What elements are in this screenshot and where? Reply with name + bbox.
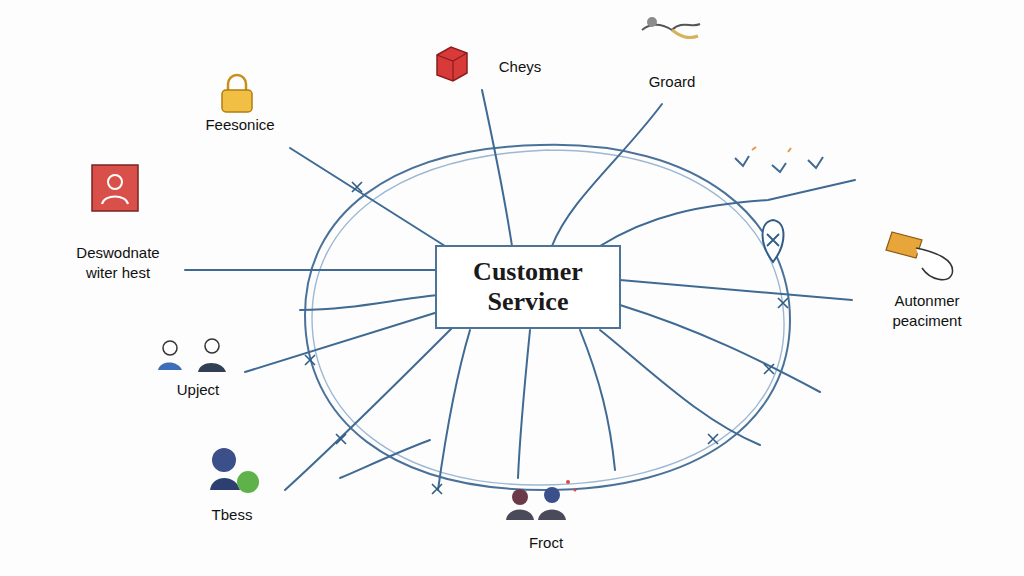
spokes xyxy=(185,90,855,490)
cube-icon xyxy=(437,47,467,81)
outer-ellipse xyxy=(305,145,790,490)
spoke xyxy=(620,305,820,392)
spoke xyxy=(600,180,855,246)
spoke xyxy=(600,330,760,445)
cross-mark xyxy=(336,434,346,444)
team-icon xyxy=(210,448,259,493)
process-box: Customer Service xyxy=(435,245,621,329)
spoke xyxy=(185,269,438,271)
spoke xyxy=(482,90,512,246)
spoke xyxy=(580,330,615,470)
spoke xyxy=(438,330,470,490)
spoke xyxy=(340,440,430,478)
cross-mark xyxy=(432,484,442,494)
meeting-icon xyxy=(158,339,226,372)
person-icon xyxy=(92,165,138,211)
ring xyxy=(305,145,790,490)
cross-mark xyxy=(352,182,362,192)
spoke-label: Feesonice xyxy=(203,115,276,135)
cross-mark xyxy=(305,355,315,365)
cross-mark xyxy=(764,364,774,374)
spoke-label: Autonmer peaciment xyxy=(873,291,982,330)
spoke-label: Upject xyxy=(175,380,222,400)
spoke-label: Cheys xyxy=(497,57,544,77)
spoke-label: Deswodnate witer hest xyxy=(61,243,175,282)
map-pin-icon xyxy=(763,220,784,262)
box-title: Customer Service xyxy=(453,257,603,317)
spoke-label: Froct xyxy=(527,533,565,553)
spoke xyxy=(285,325,455,490)
birds-icon xyxy=(735,147,823,172)
spoke-label: Groard xyxy=(647,72,698,92)
spoke xyxy=(518,330,530,478)
spoke-label: Tbess xyxy=(210,505,255,525)
tool-icon xyxy=(642,17,700,38)
spoke xyxy=(290,148,445,246)
spoke xyxy=(245,312,438,372)
lock-icon xyxy=(222,75,252,112)
spoke xyxy=(620,280,852,300)
pen-icon xyxy=(886,232,953,280)
spoke xyxy=(300,295,438,310)
cross-mark xyxy=(778,298,788,308)
spoke xyxy=(552,104,662,246)
cross-marks xyxy=(305,182,788,494)
desk-icon xyxy=(506,480,577,520)
outer-ellipse-sketch xyxy=(312,150,784,485)
cross-mark xyxy=(708,434,718,444)
